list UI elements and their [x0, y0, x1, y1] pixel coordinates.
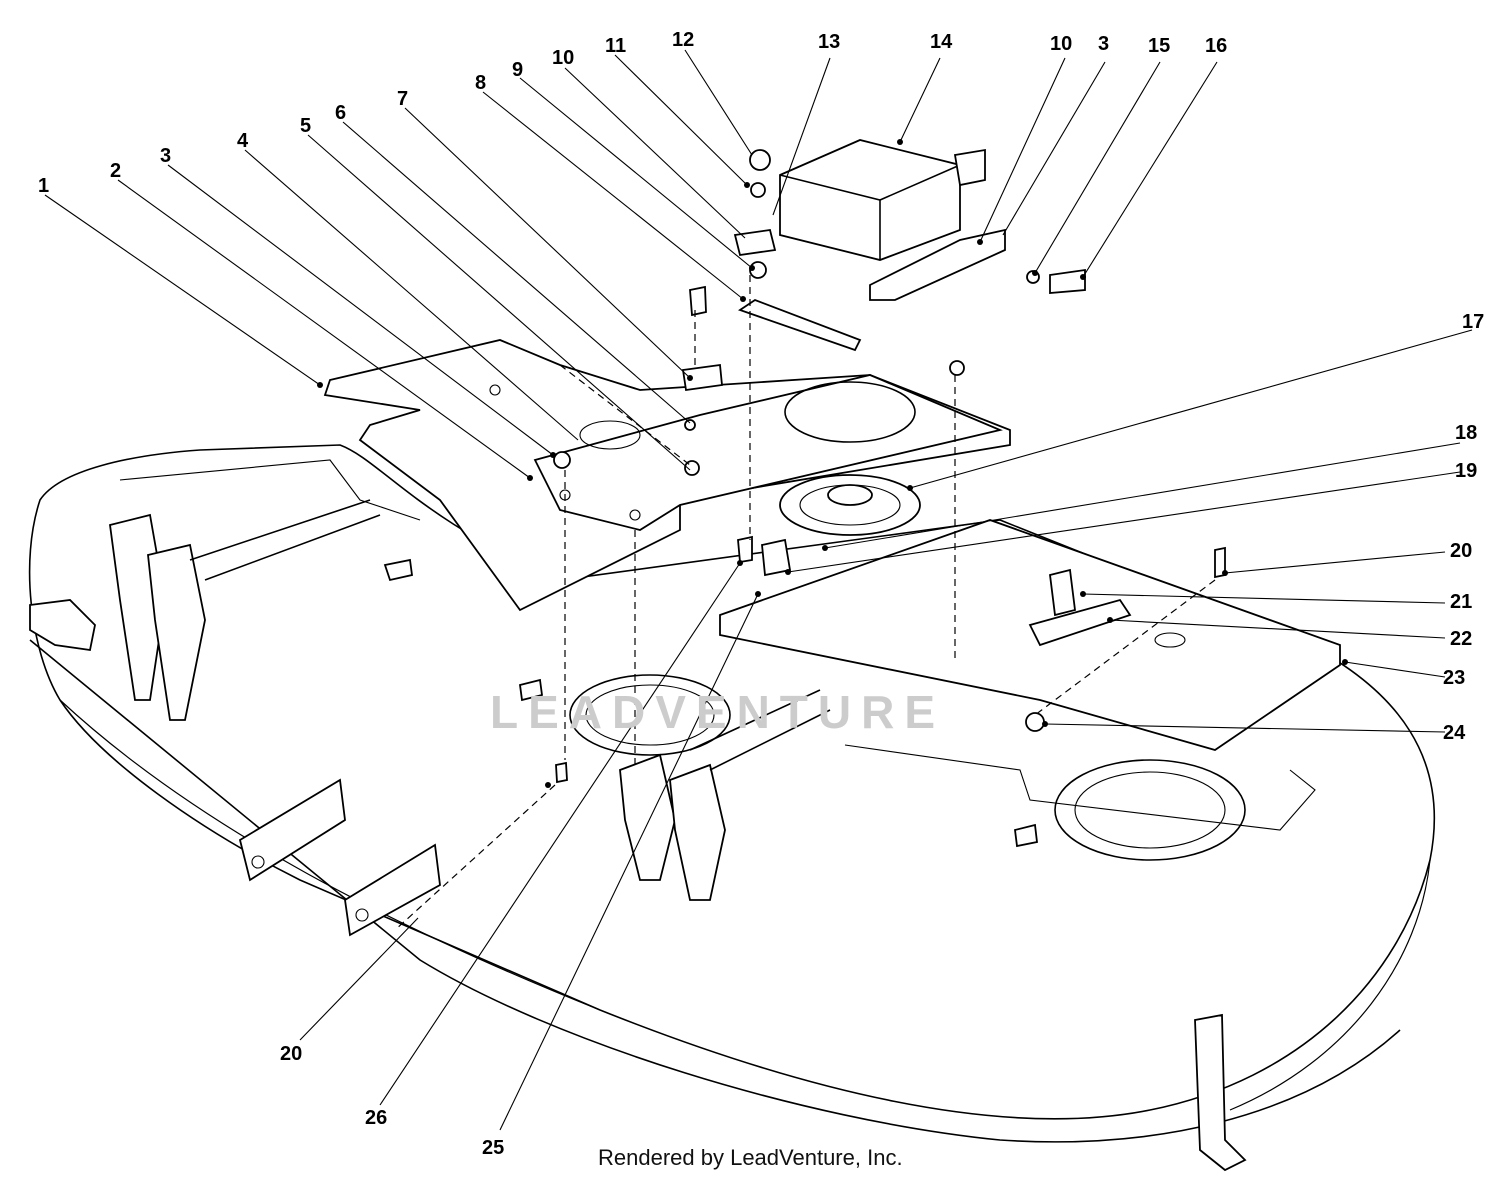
hardware: [555, 285, 1226, 784]
callout-21: 21: [1450, 591, 1472, 613]
callout-7: 7: [397, 88, 408, 110]
callout-14: 14: [930, 31, 953, 53]
callout-labels: 1 2 3 4 5 6 7 8 9 10 11 12 13 14 10 3 15…: [38, 29, 1484, 1159]
mower-deck: [28, 444, 1436, 1172]
callout-16: 16: [1205, 35, 1227, 57]
callout-3b: 3: [1098, 33, 1109, 55]
assembly-lines: [394, 275, 1216, 931]
callout-25: 25: [482, 1137, 504, 1159]
callout-9: 9: [512, 59, 523, 81]
callout-10: 10: [552, 47, 574, 69]
callout-18: 18: [1455, 422, 1477, 444]
callout-20: 20: [1450, 540, 1472, 562]
leader-lines: [44, 49, 1473, 1131]
callout-5: 5: [300, 115, 311, 137]
callout-2: 2: [110, 160, 121, 182]
watermark-text: LEADVENTURE: [490, 686, 945, 738]
callout-11: 11: [605, 35, 626, 57]
callout-8: 8: [475, 72, 486, 94]
callout-20b: 20: [280, 1043, 302, 1065]
footer-credit: Rendered by LeadVenture, Inc.: [598, 1145, 903, 1170]
lower-cover-plate: [719, 519, 1341, 751]
callout-13: 13: [818, 31, 840, 53]
callout-4: 4: [237, 130, 249, 152]
callout-1: 1: [38, 175, 49, 197]
leader-dots: [317, 139, 1348, 788]
callout-10b: 10: [1050, 33, 1072, 55]
callout-6: 6: [335, 102, 346, 124]
drive-pulley: [779, 474, 921, 536]
callout-22: 22: [1450, 628, 1472, 650]
callout-26: 26: [365, 1107, 387, 1129]
callout-3: 3: [160, 145, 171, 167]
belt-cover-plate: [323, 339, 1011, 612]
callout-12: 12: [672, 29, 694, 51]
callout-23: 23: [1443, 667, 1465, 689]
callout-24: 24: [1443, 722, 1466, 744]
callout-19: 19: [1455, 460, 1477, 482]
gearbox: [733, 139, 1086, 352]
callout-17: 17: [1462, 311, 1484, 333]
callout-15: 15: [1148, 35, 1170, 57]
